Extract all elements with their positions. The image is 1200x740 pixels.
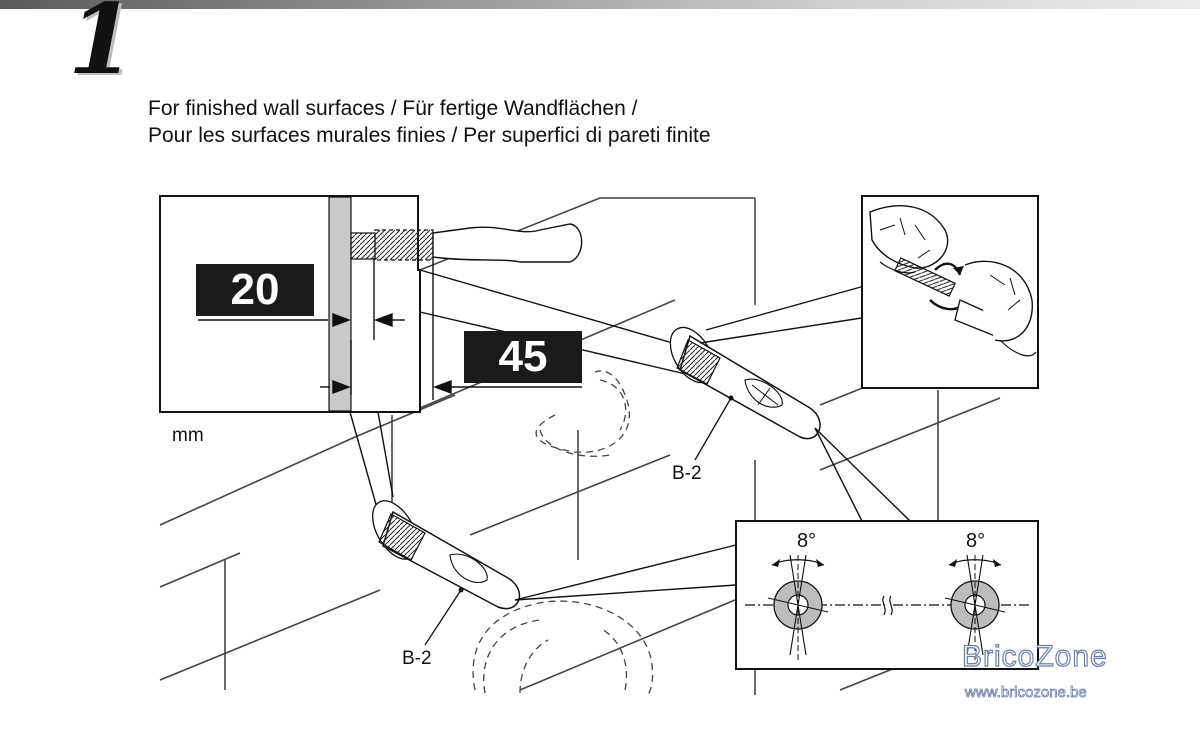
callout-lines-lower xyxy=(349,411,394,509)
watermark-name: BricoZone xyxy=(961,639,1108,673)
dimension-45-label: 45 xyxy=(464,331,582,383)
anchor-lower xyxy=(372,500,521,646)
anchor-label-lower: B-2 xyxy=(402,648,432,669)
fixture-outline-lower xyxy=(472,600,654,696)
detail-box-hand-tightening xyxy=(861,195,1039,389)
fixture-outline-upper xyxy=(535,370,631,457)
angle-label-left: 8° xyxy=(797,530,817,552)
title-line-2: Pour les surfaces murales finies / Per s… xyxy=(148,124,711,147)
title-line-1: For finished wall surfaces / Für fertige… xyxy=(148,97,638,120)
hole-left xyxy=(767,554,829,660)
angle-label-right: 8° xyxy=(966,530,986,552)
step-number: 1 xyxy=(68,0,135,96)
watermark-url: www.bricozone.be xyxy=(965,684,1088,702)
anchor-upper xyxy=(669,326,821,461)
hole-right xyxy=(944,554,1006,660)
unit-label: mm xyxy=(172,425,204,446)
wall-section xyxy=(328,196,352,412)
dimension-20-label: 20 xyxy=(196,264,314,316)
callout-lines-angle xyxy=(514,427,911,601)
detail-box-angle xyxy=(735,520,1039,670)
anchor-label-upper: B-2 xyxy=(672,463,702,484)
callout-lines-hand xyxy=(699,284,869,344)
header-bar xyxy=(0,0,1200,9)
